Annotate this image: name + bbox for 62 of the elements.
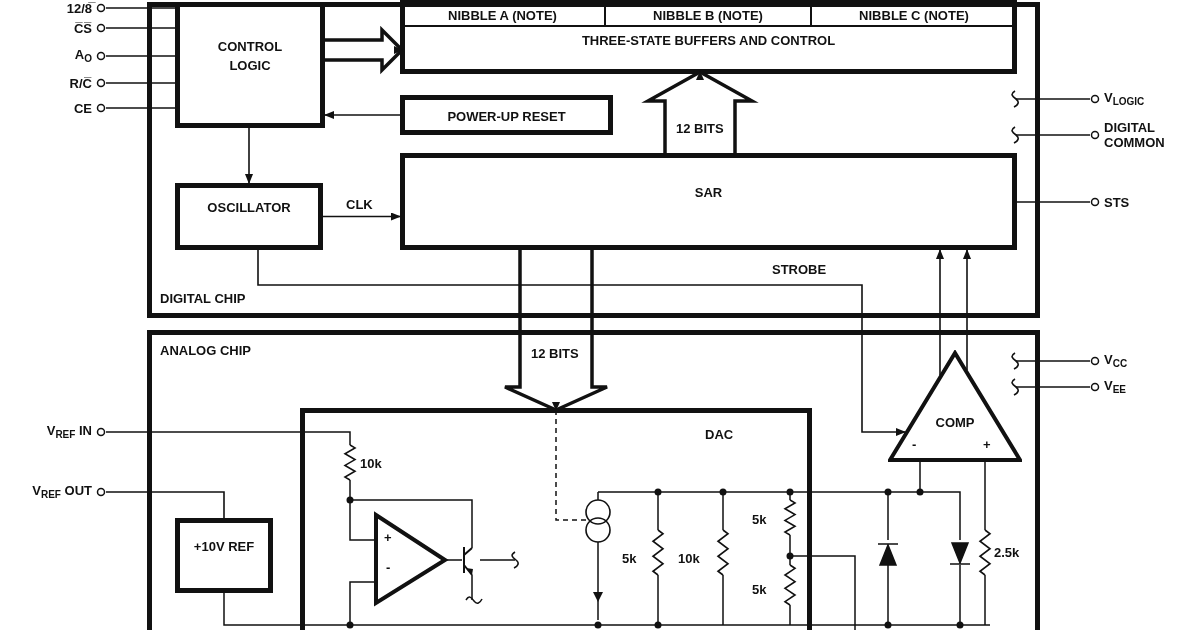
pin-label: V$_{REF}$ IN [46,422,92,442]
chip-outline [147,2,1040,318]
component-value: 10k [678,551,700,566]
pin-label: STS [1104,194,1130,210]
arrow [324,111,401,119]
connection-line [105,491,225,519]
connection-line [105,27,176,29]
block-label: +10V REF [192,537,256,556]
connection-line [1015,98,1091,100]
component-value: 5k [622,551,637,566]
block-label: NIBBLE C (NOTE) [858,6,970,25]
pin-label: R/C̅ [69,75,92,91]
chip-label: ANALOG CHIP [160,343,251,358]
connection-line [105,82,176,84]
polarity-mark: + [983,437,991,452]
connection-line [105,55,176,57]
pin-label: C̅S̅ [73,20,92,36]
chip-label: DIGITAL CHIP [160,291,246,306]
connection-line [1015,134,1091,136]
pin-label: A$_{O}$ [74,46,92,66]
arrow [936,249,944,376]
edge-label: STROBE [772,262,827,277]
reference-block [175,518,273,593]
connection-line [105,107,176,109]
polarity-mark: - [386,560,391,575]
reset-block [400,95,613,135]
component-value: 5k [752,512,767,527]
oscillator-block [175,183,323,250]
pin-label: DIGITAL COMMON [1104,120,1166,150]
register-block [400,153,1017,250]
edge-label: 12 BITS [531,346,579,361]
arrow [245,127,253,184]
converter-block [300,408,812,630]
pin-label: CE [73,100,92,116]
pin-label: V$_{CC}$ [1104,351,1128,371]
edge-label: 12 BITS [676,121,724,136]
connection-line [105,431,301,433]
block-label: THREE-STATE BUFFERS AND CONTROL [580,32,837,50]
block-label: NIBBLE B (NOTE) [652,6,764,25]
connection-line [1016,201,1091,203]
chip-outline [147,330,1040,630]
block-label: POWER-UP RESET [446,107,567,126]
polarity-mark: - [912,437,917,452]
connection-line [105,7,176,9]
chip-label: DAC [705,427,734,442]
block-label: COMP [934,415,976,430]
pin-label: V$_{EE}$ [1104,377,1126,397]
block-label: CONTROL LOGIC [216,38,284,75]
arrow [322,212,401,221]
component-value: 5k [752,582,767,597]
arrow [257,249,906,436]
block-label: SAR [693,183,724,202]
component-value: 2.5k [994,545,1020,560]
component-value: 10k [360,456,382,471]
edge-label: CLK [346,197,373,212]
connection-line [1015,386,1091,388]
block-label: NIBBLE A (NOTE) [447,6,558,25]
block-label: OSCILLATOR [206,198,292,217]
polarity-mark: + [384,530,392,545]
pin-label: V$_{REF}$ OUT [32,482,92,502]
connection-line [1015,360,1091,362]
pin-label: V$_{LOGIC}$ [1104,89,1145,109]
